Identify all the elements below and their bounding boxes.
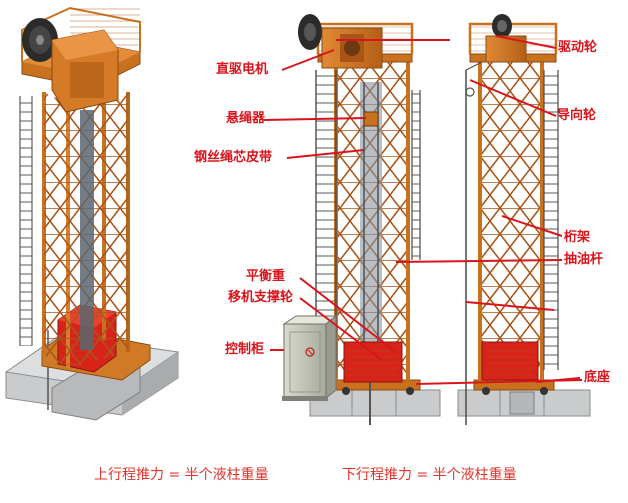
label-moving-support-wheel: 移机支撑轮 [228, 290, 294, 305]
control-cabinet-drawing [282, 314, 338, 401]
isometric-view [4, 6, 180, 421]
front-view [298, 14, 441, 425]
label-counterweight: 平衡重 [246, 269, 286, 284]
label-drive-wheel: 驱动轮 [558, 40, 598, 55]
side-view [457, 14, 591, 425]
label-rope-hanger: 悬绳器 [226, 111, 266, 126]
label-truss: 桁架 [564, 230, 591, 245]
label-base: 底座 [584, 370, 611, 385]
label-control-cabinet: 控制柜 [225, 342, 265, 357]
label-guide-wheel: 导向轮 [557, 108, 597, 123]
caption-downstroke: 下行程推力 = 半个液柱重量 [342, 467, 517, 483]
leader-lines [263, 35, 583, 385]
label-direct-drive-motor: 直驱电机 [216, 62, 269, 77]
caption-upstroke: 上行程推力 = 半个液柱重量 [94, 467, 269, 483]
label-sucker-rod: 抽油杆 [564, 252, 604, 267]
label-wire-core-belt: 钢丝绳芯皮带 [194, 150, 273, 165]
